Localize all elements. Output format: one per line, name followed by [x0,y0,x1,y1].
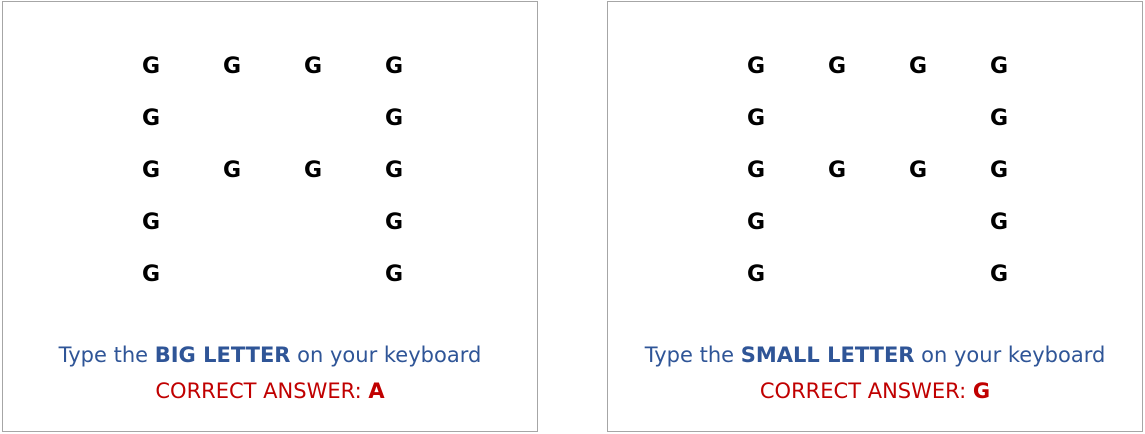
small-letter: G [746,106,766,131]
small-letter: G [141,158,161,183]
small-letter: G [384,54,404,79]
small-letter: G [827,158,847,183]
instruction-emphasis: BIG LETTER [154,343,291,367]
answer-value: A [368,379,385,403]
answer-value: G [972,379,991,403]
small-letter: G [746,158,766,183]
small-letter: G [989,262,1009,287]
small-letter: G [384,210,404,235]
small-letter: G [827,54,847,79]
instruction-prefix: Type the [644,343,735,367]
small-letter: G [989,158,1009,183]
instruction-suffix: on your keyboard [297,343,482,367]
small-letter: G [908,158,928,183]
stimulus-panel-big-letter: G G G G G G G G G G G G G G Type the BIG LETTER on yo… [2,1,538,432]
small-letter: G [989,106,1009,131]
instruction-text: Type the SMALL LETTER on your keyboard [608,340,1142,370]
small-letter: G [303,158,323,183]
small-letter: G [141,210,161,235]
small-letter: G [989,54,1009,79]
instruction-text: Type the BIG LETTER on your keyboard [3,340,537,370]
small-letter: G [989,210,1009,235]
instruction-suffix: on your keyboard [921,343,1106,367]
small-letter: G [222,158,242,183]
small-letter: G [908,54,928,79]
small-letter: G [746,54,766,79]
instruction-prefix: Type the [58,343,149,367]
stimulus-panel-small-letter: G G G G G G G G G G G G G G Type the SMALL LETTER on … [607,1,1143,432]
small-letter: G [746,210,766,235]
small-letter: G [222,54,242,79]
small-letter: G [141,106,161,131]
correct-answer: CORRECT ANSWER: G [608,376,1142,406]
small-letter: G [303,54,323,79]
small-letter: G [746,262,766,287]
instruction-emphasis: SMALL LETTER [740,343,915,367]
answer-label: CORRECT ANSWER: [155,379,362,403]
small-letter: G [141,262,161,287]
small-letter: G [384,106,404,131]
small-letter: G [384,262,404,287]
small-letter: G [141,54,161,79]
correct-answer: CORRECT ANSWER: A [3,376,537,406]
answer-label: CORRECT ANSWER: [759,379,967,403]
small-letter: G [384,158,404,183]
